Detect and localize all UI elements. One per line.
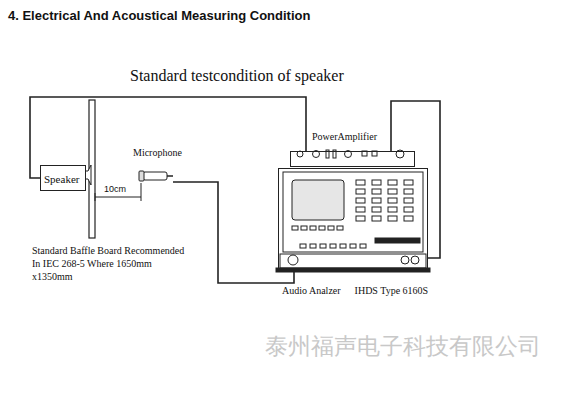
analyzer-key bbox=[356, 189, 365, 194]
analyzer-button bbox=[301, 226, 307, 230]
analyzer-key bbox=[356, 180, 365, 185]
microphone-body bbox=[139, 177, 173, 187]
analyzer-screen bbox=[292, 180, 344, 220]
analyzer-key bbox=[372, 198, 381, 203]
dimension-label: 10cm bbox=[104, 184, 126, 194]
extension-line bbox=[141, 183, 142, 201]
analyzer-key bbox=[388, 180, 397, 185]
analyzer-button bbox=[300, 244, 306, 248]
watermark: 泰州福声电子科技有限公司 bbox=[265, 331, 541, 362]
analyzer-key bbox=[372, 216, 381, 221]
node-label: IHDS Type 6160S bbox=[355, 285, 429, 297]
speaker-label-box: Speaker bbox=[40, 165, 86, 191]
signal-cable bbox=[173, 182, 294, 283]
microphone-head bbox=[139, 171, 144, 181]
analyzer-connector bbox=[411, 256, 419, 264]
dimension-tick bbox=[95, 193, 96, 201]
dimension-10cm bbox=[95, 183, 141, 201]
analyzer-key bbox=[372, 189, 381, 194]
analyzer-key bbox=[388, 207, 397, 212]
analyzer-key bbox=[372, 180, 381, 185]
analyzer-key bbox=[404, 198, 413, 203]
node-label: PowerAmplifier bbox=[312, 131, 377, 143]
analyzer-button bbox=[292, 226, 298, 230]
microphone-barrel bbox=[143, 172, 167, 180]
analyzer-connector bbox=[401, 256, 409, 264]
analyzer-button bbox=[310, 244, 316, 248]
node-label: Audio Analzer bbox=[282, 285, 341, 297]
analyzer-key bbox=[388, 198, 397, 203]
microphone-tail bbox=[167, 175, 173, 177]
node-label: Microphone bbox=[133, 147, 182, 159]
section-heading: 4. Electrical And Acoustical Measuring C… bbox=[8, 8, 310, 23]
power-amplifier-body bbox=[290, 151, 415, 167]
baffle-note: Standard Baffle Board Recommended In IEC… bbox=[32, 244, 190, 283]
analyzer-key bbox=[404, 216, 413, 221]
analyzer-button bbox=[310, 226, 316, 230]
analyzer-key bbox=[388, 189, 397, 194]
audio-analyzer: Audio Analzer IHDS Type 6160S bbox=[278, 168, 428, 298]
dimension-line bbox=[95, 197, 141, 198]
analyzer-button bbox=[319, 226, 325, 230]
analyzer-button bbox=[330, 244, 336, 248]
speaker-box: Speaker bbox=[40, 165, 86, 191]
analyzer-connector bbox=[288, 255, 298, 265]
diagram-title: Standard testcondition of speaker bbox=[130, 67, 344, 85]
label-row: PowerAmplifier bbox=[312, 126, 415, 144]
label-row: Microphone bbox=[133, 142, 182, 160]
analyzer-key bbox=[372, 207, 381, 212]
analyzer-button bbox=[340, 244, 346, 248]
power-amplifier: PowerAmplifier bbox=[290, 126, 415, 167]
analyzer-key bbox=[404, 180, 413, 185]
microphone: Microphone bbox=[133, 142, 182, 187]
analyzer-front-frame bbox=[283, 172, 423, 252]
signal-cable bbox=[391, 101, 440, 258]
analyzer-key bbox=[356, 198, 365, 203]
analyzer-button bbox=[337, 226, 343, 230]
analyzer-key bbox=[404, 189, 413, 194]
analyzer-button bbox=[360, 244, 366, 248]
analyzer-button bbox=[350, 244, 356, 248]
audio-analyzer-body bbox=[278, 168, 428, 270]
analyzer-key bbox=[388, 216, 397, 221]
microphone-symbol bbox=[139, 171, 173, 181]
analyzer-key bbox=[404, 207, 413, 212]
analyzer-key bbox=[356, 207, 365, 212]
analyzer-slot bbox=[375, 238, 420, 243]
analyzer-button bbox=[320, 244, 326, 248]
audio-analyzer-panel bbox=[276, 172, 430, 272]
analyzer-bottom-bar bbox=[280, 254, 426, 268]
label-row: Audio Analzer IHDS Type 6160S bbox=[282, 280, 428, 298]
analyzer-base bbox=[276, 268, 430, 272]
analyzer-button bbox=[328, 226, 334, 230]
node-label: Speaker bbox=[44, 173, 79, 185]
analyzer-key bbox=[356, 216, 365, 221]
